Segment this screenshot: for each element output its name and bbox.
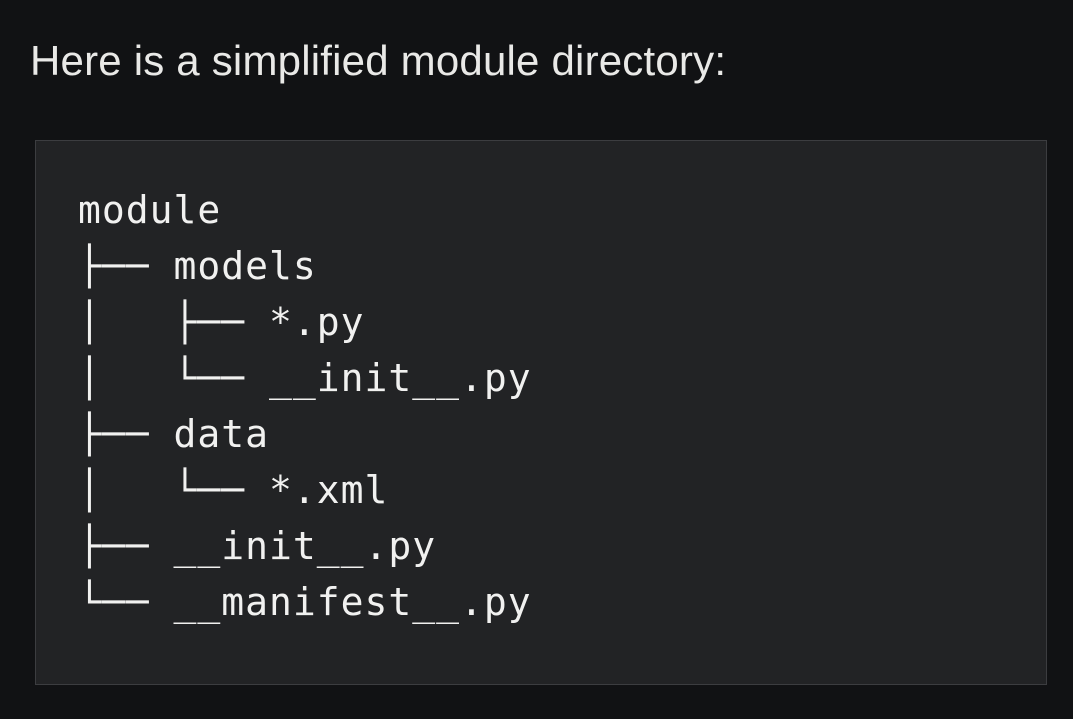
tree-line-manifest: └── __manifest__.py [78,580,532,624]
tree-line-models-init: │ └── __init__.py [78,356,532,400]
tree-line-data: ├── data [78,412,270,456]
tree-line-data-xml: │ └── *.xml [78,468,389,512]
tree-line-root: module [78,188,222,232]
page-title: Here is a simplified module directory: [30,37,727,84]
directory-tree: module ├── models │ ├── *.py │ └── __ini… [78,182,532,630]
tree-line-models-py: │ ├── *.py [78,300,365,344]
directory-tree-panel: module ├── models │ ├── *.py │ └── __ini… [35,140,1047,685]
tree-line-models: ├── models [78,244,317,288]
tree-line-init: ├── __init__.py [78,524,437,568]
